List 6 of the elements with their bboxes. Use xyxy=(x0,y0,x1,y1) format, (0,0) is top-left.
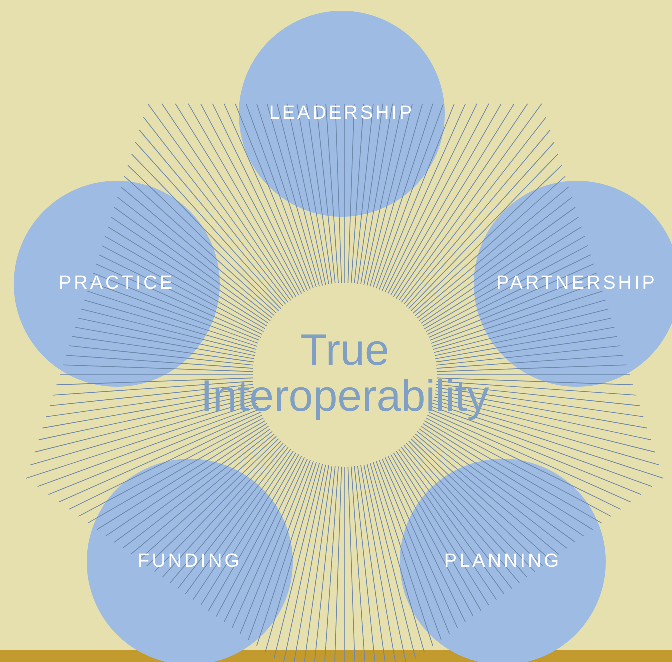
circle-label: LEADERSHIP xyxy=(268,103,416,125)
circle-label: PRACTICE xyxy=(58,273,176,295)
circle-label: FUNDING xyxy=(136,551,244,573)
circle-label: PARTNERSHIP xyxy=(496,273,658,295)
circle-node xyxy=(239,11,445,217)
circle-label: PLANNING xyxy=(443,551,563,573)
